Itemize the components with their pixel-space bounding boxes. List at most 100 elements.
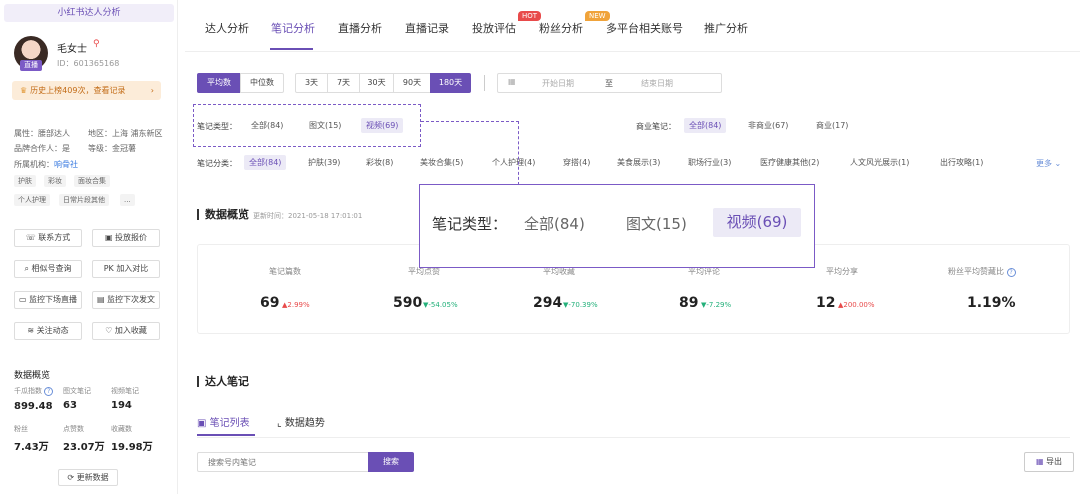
brand-coop-label: 品牌合作人：是 bbox=[14, 144, 70, 153]
export-button[interactable]: ▦ 导出 bbox=[1024, 452, 1074, 472]
metric-label: 平均收藏 bbox=[543, 267, 575, 276]
tab-live-analysis[interactable]: 直播分析 bbox=[338, 22, 382, 35]
category-item[interactable]: 人文风光展示(1) bbox=[850, 158, 910, 167]
category-item[interactable]: 出行攻略(1) bbox=[940, 158, 984, 167]
metric-value: 1.19% bbox=[967, 295, 1016, 311]
user-name: 毛女士 bbox=[57, 44, 87, 55]
stat-value: 194 bbox=[111, 400, 132, 411]
tab-live-records[interactable]: 直播记录 bbox=[405, 22, 449, 35]
org-name-link[interactable]: 响骨社 bbox=[54, 160, 78, 169]
add-compare-button[interactable]: PK 加入对比 bbox=[92, 260, 160, 278]
trend-icon: ⌞ bbox=[277, 418, 285, 429]
category-item[interactable]: 护肤(39) bbox=[308, 158, 341, 167]
list-icon: ▣ bbox=[197, 418, 210, 429]
monitor-post-button[interactable]: ▤ 监控下次发文 bbox=[92, 291, 160, 309]
highlight-frame bbox=[193, 104, 421, 147]
category-item[interactable]: 彩妆(8) bbox=[366, 158, 394, 167]
date-range-picker[interactable]: ▦ 开始日期 至 结束日期 bbox=[497, 73, 722, 93]
popup-type-video[interactable]: 视频(69) bbox=[713, 208, 801, 237]
note-type-all[interactable]: 全部(84) bbox=[251, 121, 284, 130]
metric-change: ▲2.99% bbox=[282, 301, 310, 309]
tag-item: 护肤 bbox=[14, 175, 36, 187]
category-item[interactable]: 医疗健康其他(2) bbox=[760, 158, 820, 167]
tag-item: 个人护理 bbox=[14, 194, 50, 206]
active-tab-underline bbox=[197, 434, 255, 436]
popup-type-all[interactable]: 全部(84) bbox=[524, 215, 585, 233]
stats-title: 数据概览 bbox=[14, 371, 51, 381]
history-record-link[interactable]: ♛历史上榜409次，查看记录 › bbox=[12, 81, 161, 100]
org-prefix: 所属机构： bbox=[14, 160, 54, 169]
monitor-live-button[interactable]: ▭ 监控下场直播 bbox=[14, 291, 82, 309]
note-type-video[interactable]: 视频(69) bbox=[361, 118, 404, 133]
metrics-panel: 笔记篇数 69 ▲2.99% 平均点赞 590 ▼-54.05% 平均收藏 29… bbox=[197, 244, 1070, 334]
metric-value: 89 bbox=[679, 295, 699, 311]
range-90d[interactable]: 90天 bbox=[393, 73, 431, 93]
category-item[interactable]: 穿搭(4) bbox=[563, 158, 591, 167]
category-item[interactable]: 职场行业(3) bbox=[688, 158, 732, 167]
more-categories-link[interactable]: 更多 ⌄ bbox=[1036, 159, 1062, 168]
stat-label: 图文笔记 bbox=[63, 387, 91, 395]
similar-search-button[interactable]: ⌕ 相似号查询 bbox=[14, 260, 82, 278]
end-date-input[interactable]: 结束日期 bbox=[641, 79, 673, 88]
range-30d[interactable]: 30天 bbox=[359, 73, 394, 93]
stat-label: 千瓜指数 ? bbox=[14, 386, 54, 396]
attr-label: 属性：腰部达人 bbox=[14, 129, 70, 138]
stat-value: 7.43万 bbox=[14, 442, 49, 453]
biz-all[interactable]: 全部(84) bbox=[684, 118, 727, 133]
metric-change: ▼-7.29% bbox=[701, 301, 732, 309]
crown-icon: ♛ bbox=[20, 86, 28, 95]
callout-line bbox=[518, 121, 519, 185]
tag-more[interactable]: ... bbox=[120, 194, 135, 206]
to-label: 至 bbox=[605, 79, 613, 88]
quote-icon: ▣ bbox=[104, 233, 116, 242]
follow-button[interactable]: ≋ 关注动态 bbox=[14, 322, 82, 340]
quote-button[interactable]: ▣ 投放报价 bbox=[92, 229, 160, 247]
help-icon[interactable]: ? bbox=[1006, 268, 1016, 277]
tab-influencer-analysis[interactable]: 达人分析 bbox=[205, 22, 249, 35]
sidebar: 小红书达人分析 直播 毛女士 ⚲ ID：601365168 ♛历史上榜409次，… bbox=[0, 0, 178, 494]
notes-title: 达人笔记 bbox=[197, 376, 249, 387]
range-3d[interactable]: 3天 bbox=[295, 73, 328, 93]
contact-button[interactable]: ☏ 联系方式 bbox=[14, 229, 82, 247]
chevron-down-icon: ⌄ bbox=[1054, 159, 1062, 168]
tab-data-trend[interactable]: ⌞ 数据趋势 bbox=[277, 418, 325, 429]
metric-change: ▼-54.05% bbox=[423, 301, 458, 309]
biz-commercial[interactable]: 商业(17) bbox=[816, 121, 849, 130]
tab-multi-platform[interactable]: 多平台相关账号 bbox=[606, 22, 683, 35]
category-item[interactable]: 个人护理(4) bbox=[492, 158, 536, 167]
updated-time: 更新时间：2021-05-18 17:01:01 bbox=[253, 212, 363, 220]
tab-promotion-analysis[interactable]: 推广分析 bbox=[704, 22, 748, 35]
category-item[interactable]: 美食展示(3) bbox=[617, 158, 661, 167]
biz-non-commercial[interactable]: 非商业(67) bbox=[748, 121, 789, 130]
refresh-button[interactable]: ⟳ 更新数据 bbox=[58, 469, 118, 486]
median-toggle[interactable]: 中位数 bbox=[240, 73, 284, 93]
sidebar-header: 小红书达人分析 bbox=[4, 4, 174, 22]
popup-type-image[interactable]: 图文(15) bbox=[626, 215, 687, 233]
search-input[interactable] bbox=[197, 452, 369, 472]
level-label: 等级：金冠薯 bbox=[88, 144, 136, 153]
range-7d[interactable]: 7天 bbox=[327, 73, 360, 93]
chevron-right-icon: › bbox=[150, 86, 154, 95]
tab-note-analysis[interactable]: 笔记分析 bbox=[271, 22, 315, 35]
metric-change: ▲200.00% bbox=[838, 301, 875, 309]
stat-value: 899.48 bbox=[14, 401, 53, 412]
excel-icon: ▦ bbox=[1035, 457, 1047, 466]
tag-item: 面妆合集 bbox=[74, 175, 110, 187]
tab-placement-eval[interactable]: 投放评估 bbox=[472, 22, 516, 35]
divider bbox=[197, 437, 1070, 438]
avg-toggle[interactable]: 平均数 bbox=[197, 73, 241, 93]
search-button[interactable]: 搜索 bbox=[368, 452, 414, 472]
stat-label: 点赞数 bbox=[63, 425, 84, 433]
range-180d[interactable]: 180天 bbox=[430, 73, 471, 93]
favorite-button[interactable]: ♡ 加入收藏 bbox=[92, 322, 160, 340]
tab-note-list[interactable]: ▣ 笔记列表 bbox=[197, 418, 250, 429]
history-text: 历史上榜409次，查看记录 bbox=[30, 86, 126, 95]
category-item[interactable]: 美妆合集(5) bbox=[420, 158, 464, 167]
note-type-image[interactable]: 图文(15) bbox=[309, 121, 342, 130]
category-item[interactable]: 全部(84) bbox=[244, 155, 287, 170]
tab-fans-analysis[interactable]: 粉丝分析 bbox=[539, 22, 583, 35]
stat-value: 23.07万 bbox=[63, 442, 105, 453]
help-icon[interactable]: ? bbox=[44, 387, 54, 396]
start-date-input[interactable]: 开始日期 bbox=[542, 79, 574, 88]
popup-note-type-label: 笔记类型： bbox=[432, 215, 508, 233]
